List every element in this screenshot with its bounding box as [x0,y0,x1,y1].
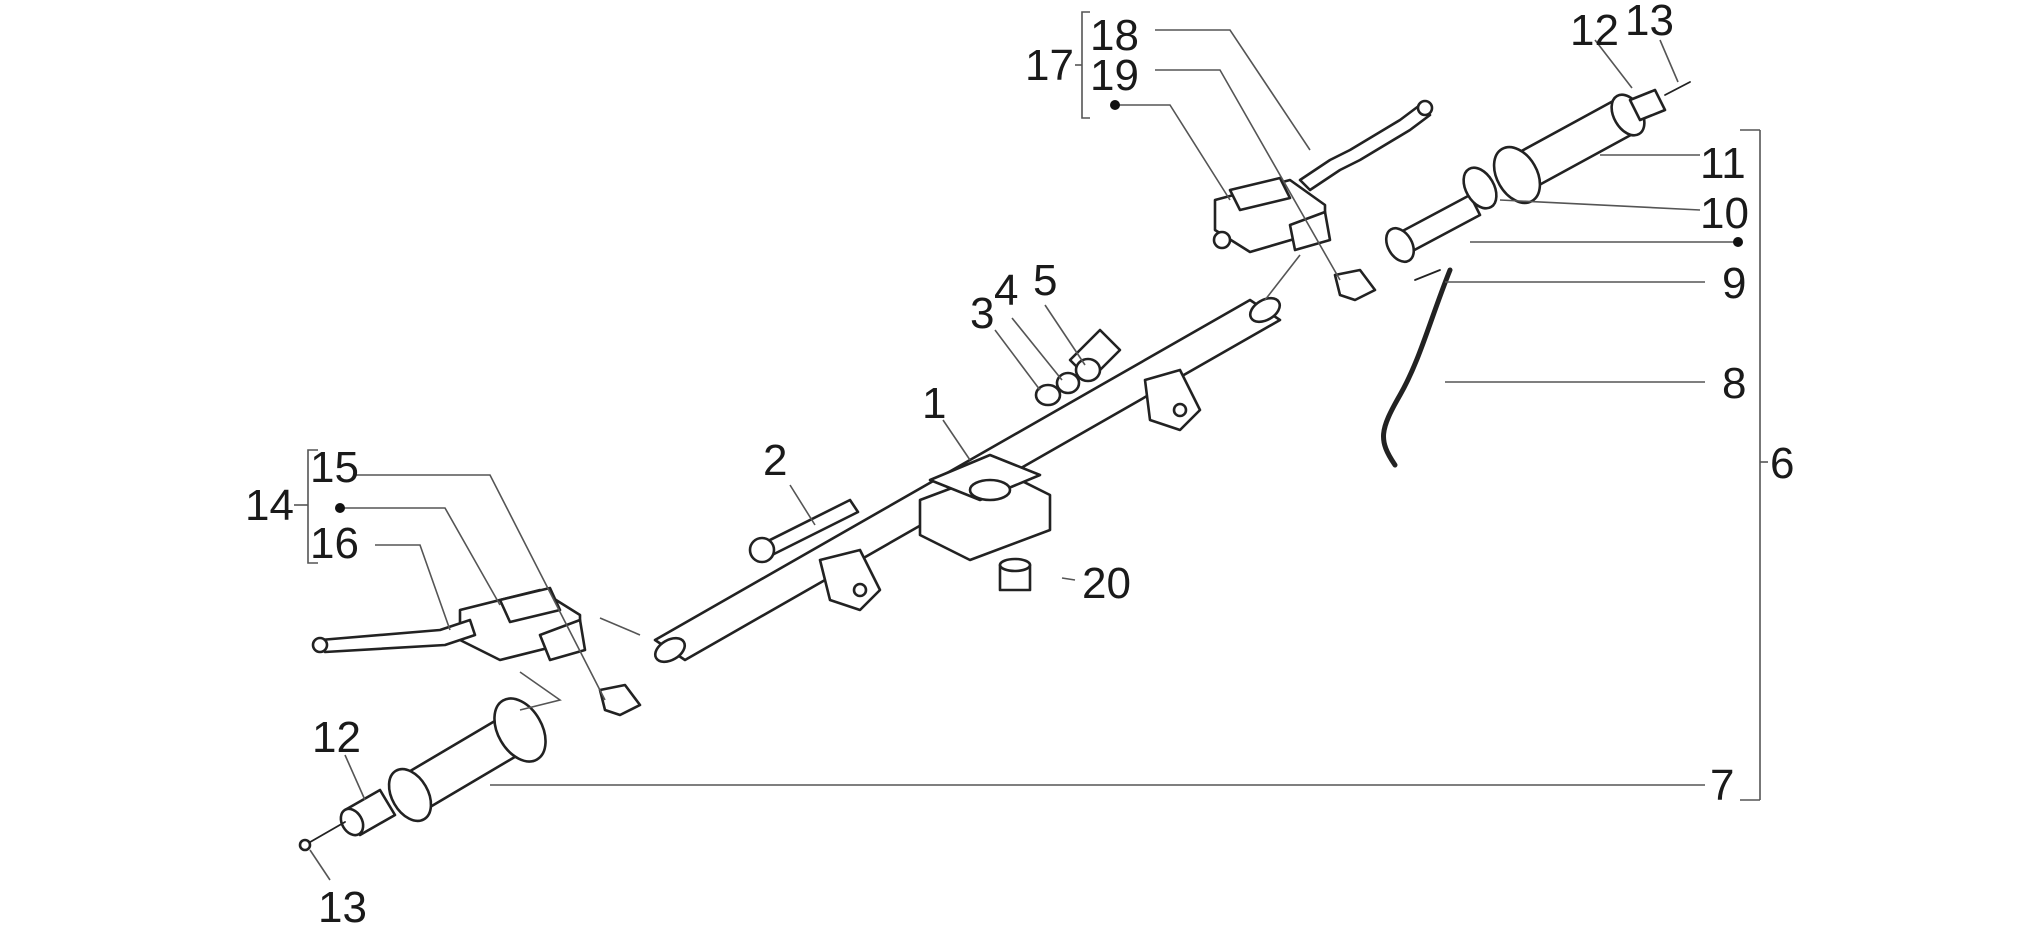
callout-15: 15 [310,443,359,492]
callout-1: 1 [922,379,946,428]
callout-13-bottom: 13 [318,883,367,930]
right-clamp-half [1333,268,1377,302]
callout-2: 2 [763,436,787,485]
callout-16: 16 [310,519,359,568]
lower-bracket [818,548,882,612]
callout-13-top: 13 [1625,0,1674,45]
callout-7: 7 [1710,761,1734,810]
callout-6: 6 [1770,439,1794,488]
marker-dot-9 [1733,237,1743,247]
callout-9: 9 [1722,259,1746,308]
callout-20: 20 [1082,559,1131,608]
callout-3: 3 [970,289,994,338]
throttle-cable [1381,267,1453,468]
washers-and-nut [1034,357,1102,407]
callout-11: 11 [1700,139,1746,188]
right-grip [1492,93,1646,205]
right-bracket [1143,368,1202,432]
callout-14: 14 [245,481,294,530]
callout-8: 8 [1722,359,1746,408]
callout-12-top: 12 [1570,6,1619,55]
marker-dot-left [335,503,345,513]
marker-dot-right [1110,100,1120,110]
right-bar-end [1628,81,1691,122]
callout-5: 5 [1033,256,1057,305]
throttle-tube [1384,193,1482,281]
left-master-cylinder [311,586,587,662]
right-master-cylinder [1212,99,1434,254]
callout-18: 18 [1090,11,1139,60]
callout-17: 17 [1025,41,1074,90]
callout-4: 4 [994,266,1018,315]
callout-19: 19 [1090,51,1139,100]
bolt [748,498,860,564]
left-grip [387,697,547,823]
callout-10: 10 [1700,189,1749,238]
left-clamp-half [598,683,642,717]
left-bar-end [298,788,397,852]
washer [1462,166,1498,210]
callout-12-bottom: 12 [312,713,361,762]
bushing [998,557,1032,592]
leader-lines [294,11,1768,881]
center-clamp [918,453,1052,562]
